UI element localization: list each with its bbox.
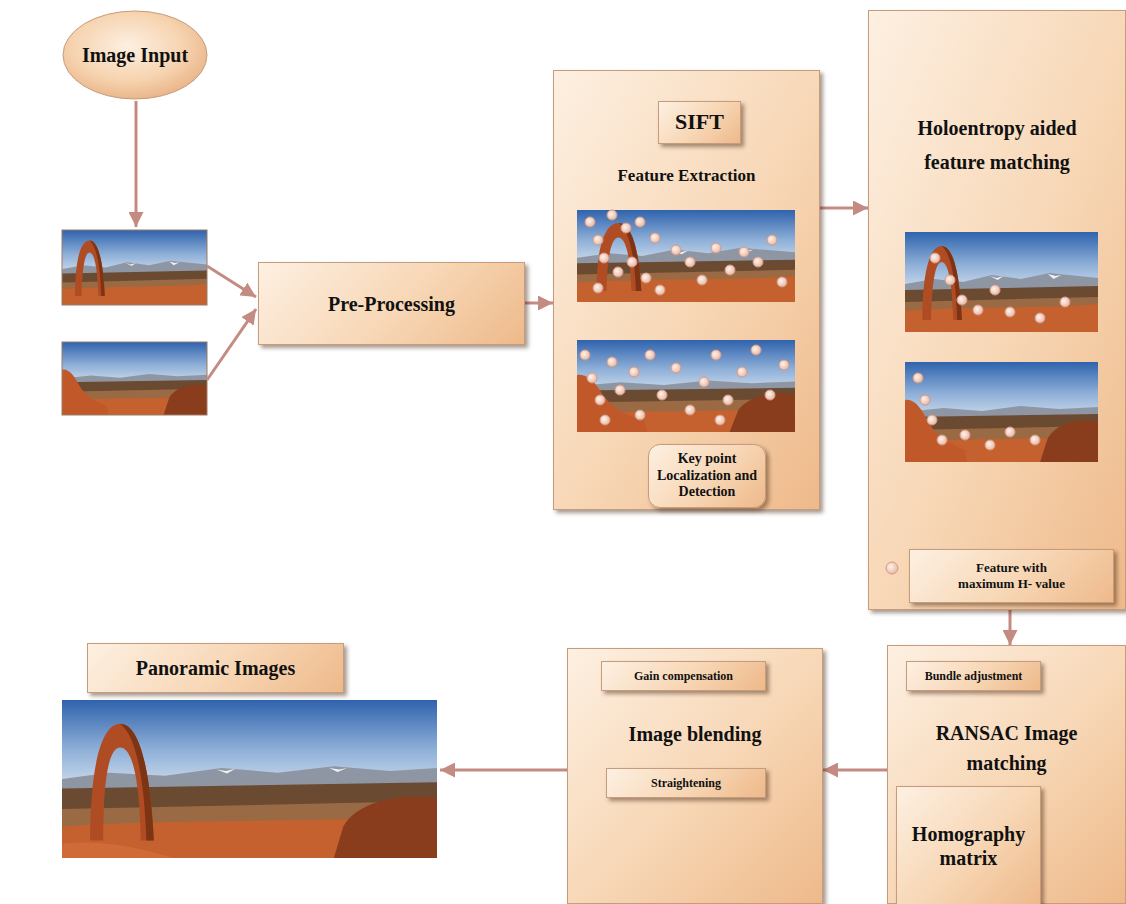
node-label: SIFT bbox=[675, 109, 724, 135]
node-label: Gain compensation bbox=[634, 669, 733, 683]
input-arrow bbox=[207, 266, 256, 297]
stage-panel: Holoentropy aided feature matchingFeatur… bbox=[868, 10, 1126, 610]
panel-heading: Holoentropy aided feature matching bbox=[897, 111, 1097, 179]
start-ellipse: Image Input bbox=[62, 10, 208, 100]
stage-panel: Image blending Gain compensationStraighte… bbox=[567, 648, 823, 904]
node-label: Homography matrix bbox=[900, 822, 1037, 870]
step-box: Straightening bbox=[606, 768, 766, 798]
step-box: Gain compensation bbox=[601, 661, 766, 691]
node-label: Straightening bbox=[651, 776, 721, 790]
node-label: Bundle adjustment bbox=[925, 669, 1023, 683]
node-label: Image Input bbox=[82, 43, 188, 67]
panel-heading: RANSAC Image matching bbox=[927, 718, 1087, 778]
arrow-connector bbox=[525, 302, 553, 305]
step-box: Key point Localization and Detection bbox=[648, 444, 766, 508]
input-arrow bbox=[207, 309, 256, 380]
process-box: Pre-Processing bbox=[258, 262, 525, 345]
panel-heading: Panoramic Images bbox=[87, 643, 344, 693]
arrow-connector bbox=[823, 769, 887, 772]
panel-heading: Image blending bbox=[575, 722, 815, 746]
input-arrow bbox=[135, 101, 138, 227]
stage-panel: RANSAC Image matching Bundle adjustmentHo… bbox=[887, 645, 1126, 904]
panel-heading: Feature Extraction bbox=[567, 166, 807, 186]
stage-panel: Feature Extraction SIFT Key point Localiza… bbox=[553, 70, 820, 510]
arrow-connector bbox=[820, 207, 868, 210]
node-label: Key point Localization and Detection bbox=[652, 451, 762, 501]
step-box: Bundle adjustment bbox=[906, 661, 1041, 691]
note-box: Feature with maximum H- value bbox=[909, 549, 1114, 603]
arrow-connector bbox=[1009, 610, 1012, 645]
node-label: Feature with maximum H- value bbox=[957, 560, 1067, 591]
method-box: SIFT bbox=[658, 101, 741, 144]
node-label: Pre-Processing bbox=[328, 292, 455, 316]
arrow-connector bbox=[440, 769, 567, 772]
step-box: Homography matrix bbox=[896, 786, 1041, 904]
output-group: Panoramic Images bbox=[62, 643, 440, 858]
